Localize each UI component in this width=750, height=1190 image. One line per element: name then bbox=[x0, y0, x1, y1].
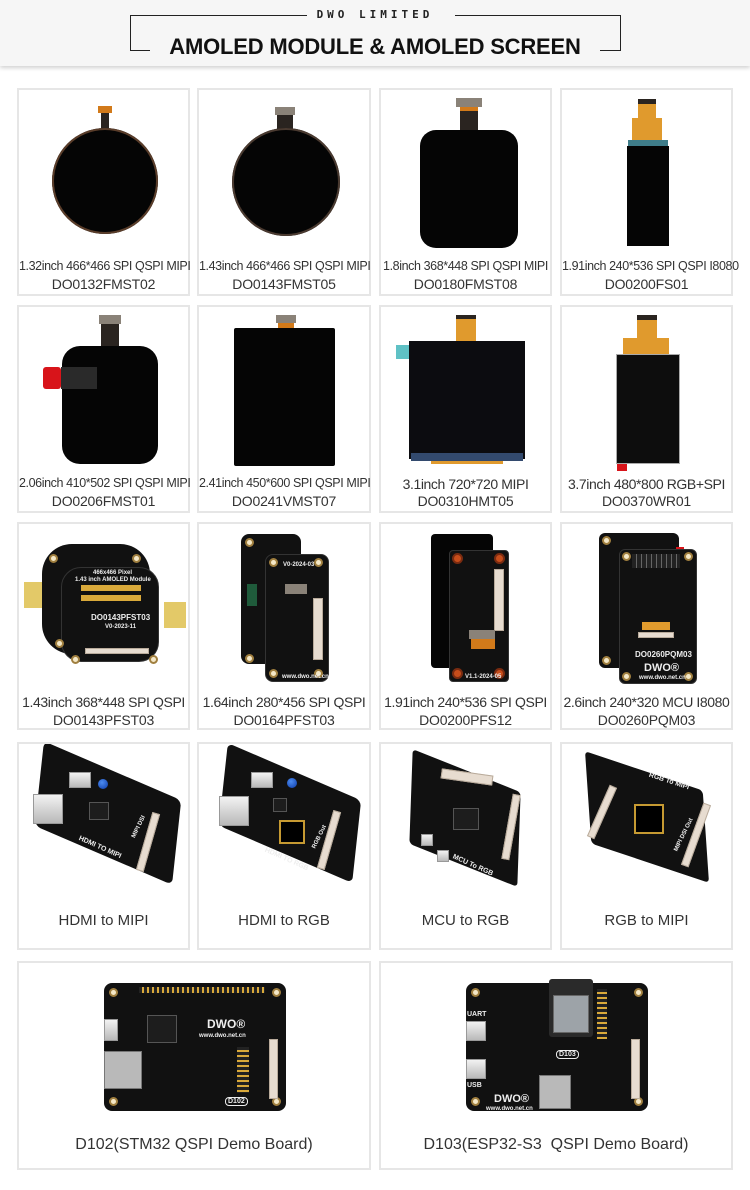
product-spec: 1.43inch 466*466 SPI QSPI MIPI bbox=[199, 259, 371, 273]
product-image-rect-amoled bbox=[381, 90, 550, 255]
module-silkscreen: DO0143PFST03 bbox=[91, 613, 151, 622]
product-image-round-amoled bbox=[199, 90, 369, 255]
product-card[interactable]: 1.91inch 240*536 SPI QSPI I8080 DO0200FS… bbox=[560, 88, 739, 296]
demo-board-image-d103: UART USB D103 DWO® www.dwo.net.cn bbox=[381, 963, 731, 1123]
product-image-rect-lcd bbox=[562, 307, 731, 472]
product-image-amoled-module: V0-2024-03 www.dwo.net.cn bbox=[199, 524, 369, 689]
page-header: DWO LIMITED AMOLED MODULE & AMOLED SCREE… bbox=[0, 0, 750, 66]
product-spec: 3.7inch 480*800 RGB+SPI bbox=[568, 476, 725, 492]
product-model: DO0180FMST08 bbox=[413, 276, 518, 292]
adapter-label: HDMI to MIPI bbox=[58, 912, 149, 929]
board-silkscreen: www.dwo.net.cn bbox=[199, 1033, 246, 1039]
adapter-image-mcu-to-rgb: MCU To RGB bbox=[381, 744, 550, 894]
product-image-amoled-module: DO0260PQM03 DWO® www.dwo.net.cn bbox=[562, 524, 731, 689]
module-silkscreen: V1.1-2024-05 bbox=[465, 674, 502, 680]
product-card[interactable]: 2.06inch 410*502 SPI QSPI MIPI DO0206FMS… bbox=[17, 305, 191, 513]
module-silkscreen: www.dwo.net.cn bbox=[282, 674, 329, 680]
product-card[interactable]: 466x466 Pixel 1.43 inch AMOLED Module DO… bbox=[17, 522, 190, 730]
product-spec: 1.91inch 240*536 SPI QSPI bbox=[384, 694, 547, 710]
brand-name: DWO LIMITED bbox=[316, 8, 434, 21]
product-model: DO0370WR01 bbox=[601, 493, 692, 509]
adapter-label: MCU to RGB bbox=[421, 912, 510, 929]
product-card[interactable]: 1.43inch 466*466 SPI QSPI MIPI DO0143FMS… bbox=[197, 88, 371, 296]
adapter-card[interactable]: HDMI TO RGB RGB Out HDMI to RGB bbox=[197, 742, 371, 950]
demo-board-label: D102(STM32 QSPI Demo Board) bbox=[75, 1136, 313, 1153]
product-spec: 1.43inch 368*448 SPI QSPI bbox=[22, 694, 185, 710]
product-spec: 1.32inch 466*466 SPI QSPI MIPI bbox=[19, 259, 191, 273]
product-spec: 1.64inch 280*456 SPI QSPI bbox=[202, 694, 366, 710]
product-spec: 2.6inch 240*320 MCU I8080 bbox=[563, 694, 730, 710]
product-model: DO0310HMT05 bbox=[417, 493, 514, 509]
board-silkscreen: UART bbox=[467, 1011, 487, 1018]
adapter-image-hdmi-to-mipi: HDMI TO MIPI MIPI DSI bbox=[19, 744, 188, 894]
adapter-image-hdmi-to-rgb: HDMI TO RGB RGB Out bbox=[199, 744, 369, 894]
product-card[interactable]: 3.1inch 720*720 MIPI DO0310HMT05 bbox=[379, 305, 552, 513]
adapter-label: HDMI to RGB bbox=[238, 912, 330, 929]
board-badge: D102 bbox=[225, 1097, 248, 1106]
demo-board-card[interactable]: DWO® www.dwo.net.cn D102 D102(STM32 QSPI… bbox=[17, 961, 371, 1170]
product-card[interactable]: 1.32inch 466*466 SPI QSPI MIPI DO0132FMS… bbox=[17, 88, 191, 296]
header-frame-line bbox=[130, 50, 150, 51]
demo-board-label: D103(ESP32-S3 QSPI Demo Board) bbox=[423, 1136, 689, 1153]
demo-board-card[interactable]: UART USB D103 DWO® www.dwo.net.cn D103(E… bbox=[379, 961, 733, 1170]
product-card[interactable]: 2.41inch 450*600 SPI QSPI MIPI DO0241VMS… bbox=[197, 305, 371, 513]
header-frame-line bbox=[455, 15, 621, 16]
adapter-label: RGB to MIPI bbox=[604, 912, 689, 929]
board-badge: D103 bbox=[556, 1050, 579, 1059]
product-spec: 1.8inch 368*448 SPI QSPI MIPI bbox=[383, 259, 548, 273]
header-frame-line bbox=[620, 15, 621, 50]
logo: DWO® bbox=[494, 1093, 529, 1105]
module-silkscreen: V0-2023-11 bbox=[105, 624, 137, 630]
product-model: DO0200PFS12 bbox=[419, 712, 512, 728]
adapter-image-rgb-to-mipi: RGB To MIPI MIPI DSI Out bbox=[562, 744, 731, 894]
header-frame-line bbox=[600, 50, 621, 51]
product-card[interactable]: DO0260PQM03 DWO® www.dwo.net.cn 2.6inch … bbox=[560, 522, 733, 730]
demo-board-image-d102: DWO® www.dwo.net.cn D102 bbox=[19, 963, 369, 1123]
product-spec: 3.1inch 720*720 MIPI bbox=[402, 476, 529, 492]
product-model: DO0143PFST03 bbox=[52, 712, 155, 728]
product-model: DO0132FMST02 bbox=[51, 276, 156, 292]
product-model: DO0164PFST03 bbox=[233, 712, 335, 728]
product-card[interactable]: V0-2024-03 www.dwo.net.cn 1.64inch 280*4… bbox=[197, 522, 371, 730]
product-image-round-amoled bbox=[19, 90, 188, 255]
header-frame-line bbox=[130, 15, 307, 16]
product-model: DO0241VMST07 bbox=[231, 493, 337, 509]
logo: DWO® bbox=[207, 1017, 246, 1031]
product-model: DO0260PQM03 bbox=[597, 712, 696, 728]
logo: DWO® bbox=[644, 662, 679, 674]
product-card[interactable]: 3.7inch 480*800 RGB+SPI DO0370WR01 bbox=[560, 305, 733, 513]
product-model: DO0200FS01 bbox=[604, 276, 689, 292]
product-image-rect-amoled bbox=[19, 307, 188, 472]
product-image-amoled-module: 466x466 Pixel 1.43 inch AMOLED Module DO… bbox=[19, 524, 188, 689]
adapter-card[interactable]: HDMI TO MIPI MIPI DSI HDMI to MIPI bbox=[17, 742, 190, 950]
module-silkscreen: DO0260PQM03 bbox=[635, 650, 692, 659]
adapter-card[interactable]: RGB To MIPI MIPI DSI Out RGB to MIPI bbox=[560, 742, 733, 950]
product-spec: 2.41inch 450*600 SPI QSPI MIPI bbox=[199, 476, 371, 490]
product-spec: 2.06inch 410*502 SPI QSPI MIPI bbox=[19, 476, 191, 490]
board-silkscreen: www.dwo.net.cn bbox=[486, 1106, 533, 1112]
product-image-square-amoled bbox=[381, 307, 550, 472]
module-silkscreen: www.dwo.net.cn bbox=[639, 675, 686, 681]
product-model: DO0143FMST05 bbox=[232, 276, 336, 292]
module-silkscreen: 466x466 Pixel bbox=[93, 570, 133, 576]
product-spec: 1.91inch 240*536 SPI QSPI I8080 bbox=[562, 259, 739, 273]
product-image-bar-amoled bbox=[562, 90, 731, 255]
product-image-amoled-module: V1.1-2024-05 bbox=[381, 524, 550, 689]
module-silkscreen: V0-2024-03 bbox=[283, 562, 315, 568]
page-title: AMOLED MODULE & AMOLED SCREEN bbox=[169, 34, 581, 59]
module-silkscreen: 1.43 inch AMOLED Module bbox=[75, 577, 151, 583]
header-frame-line bbox=[130, 15, 131, 50]
product-image-rect-amoled bbox=[199, 307, 369, 472]
product-model: DO0206FMST01 bbox=[51, 493, 156, 509]
product-card[interactable]: V1.1-2024-05 1.91inch 240*536 SPI QSPI D… bbox=[379, 522, 552, 730]
product-card[interactable]: 1.8inch 368*448 SPI QSPI MIPI DO0180FMST… bbox=[379, 88, 552, 296]
adapter-card[interactable]: MCU To RGB MCU to RGB bbox=[379, 742, 552, 950]
board-silkscreen: USB bbox=[467, 1082, 482, 1089]
